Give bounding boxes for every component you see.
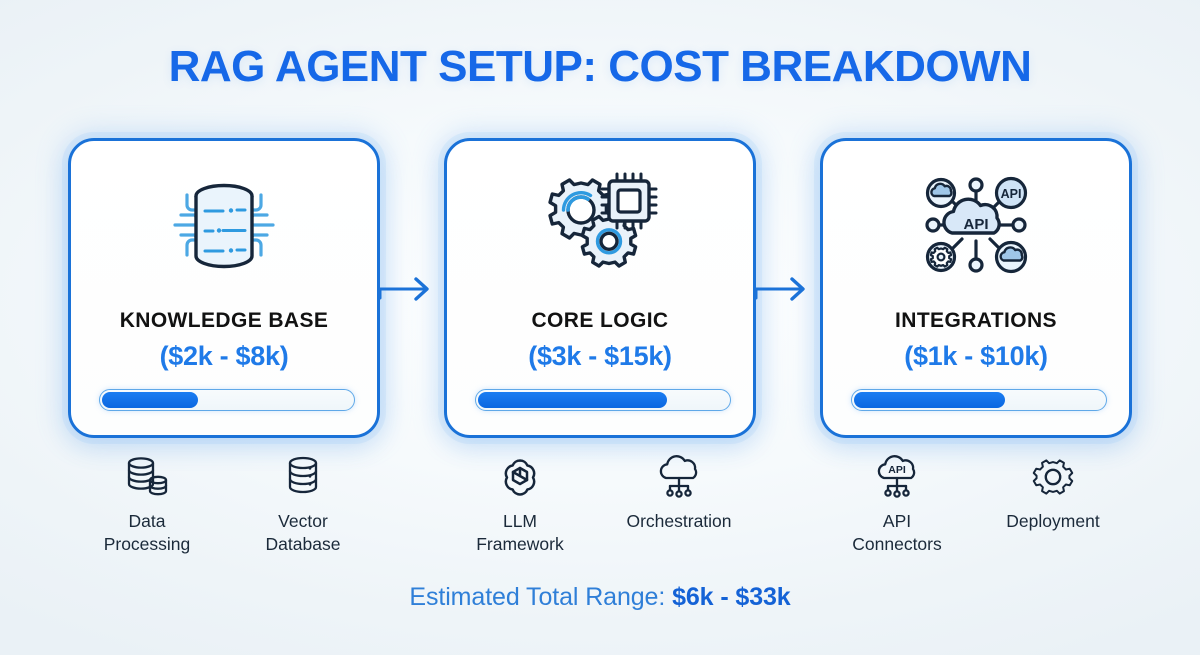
sub-item-orchestration[interactable]: Orchestration — [594, 452, 764, 533]
sub-item-label: Orchestration — [626, 511, 732, 531]
database-stack-icon — [71, 165, 377, 285]
data-processing-icon — [122, 452, 172, 500]
total-amount: $6k - $33k — [672, 583, 791, 611]
progress-bar-integrations — [851, 389, 1107, 411]
page-title: RAG AGENT SETUP: COST BREAKDOWN — [168, 42, 1032, 91]
vector-database-icon — [281, 452, 325, 500]
card-price-range: ($1k - $10k) — [904, 341, 1048, 371]
progress-bar-core-logic — [475, 389, 731, 411]
gears-chip-icon — [447, 165, 753, 285]
card-core-logic[interactable]: CORE LOGIC ($3k - $15k) — [444, 138, 756, 438]
llm-framework-icon — [497, 452, 543, 500]
progress-bar-fill — [102, 392, 198, 408]
card-title: CORE LOGIC — [531, 309, 669, 332]
card-title: INTEGRATIONS — [895, 309, 1057, 332]
api-cloud-network-icon: API API — [823, 165, 1129, 285]
card-knowledge-base[interactable]: KNOWLEDGE BASE ($2k - $8k) — [68, 138, 380, 438]
card-price-range: ($3k - $15k) — [528, 341, 672, 371]
svg-text:API: API — [888, 464, 906, 476]
sub-item-label: Deployment — [1006, 511, 1100, 531]
svg-text:API: API — [963, 216, 988, 233]
deployment-gear-icon — [1029, 452, 1077, 500]
arrow-knowledge-to-core — [378, 272, 438, 306]
total-label: Estimated Total Range: — [409, 583, 673, 611]
arrow-core-to-integrations — [754, 272, 814, 306]
sub-item-deployment[interactable]: Deployment — [968, 452, 1138, 533]
progress-bar-fill — [854, 392, 1006, 408]
card-integrations[interactable]: API API — [820, 138, 1132, 438]
card-title: KNOWLEDGE BASE — [119, 309, 329, 332]
api-connectors-icon: API — [871, 452, 923, 500]
estimated-total-range: Estimated Total Range: $6k - $33k — [0, 583, 1200, 612]
cards-row: KNOWLEDGE BASE ($2k - $8k) — [0, 138, 1200, 440]
progress-bar-fill — [478, 392, 667, 408]
card-price-range: ($2k - $8k) — [159, 341, 289, 371]
progress-bar-knowledge-base — [99, 389, 355, 411]
orchestration-cloud-icon — [653, 452, 705, 500]
svg-text:API: API — [1001, 187, 1022, 201]
